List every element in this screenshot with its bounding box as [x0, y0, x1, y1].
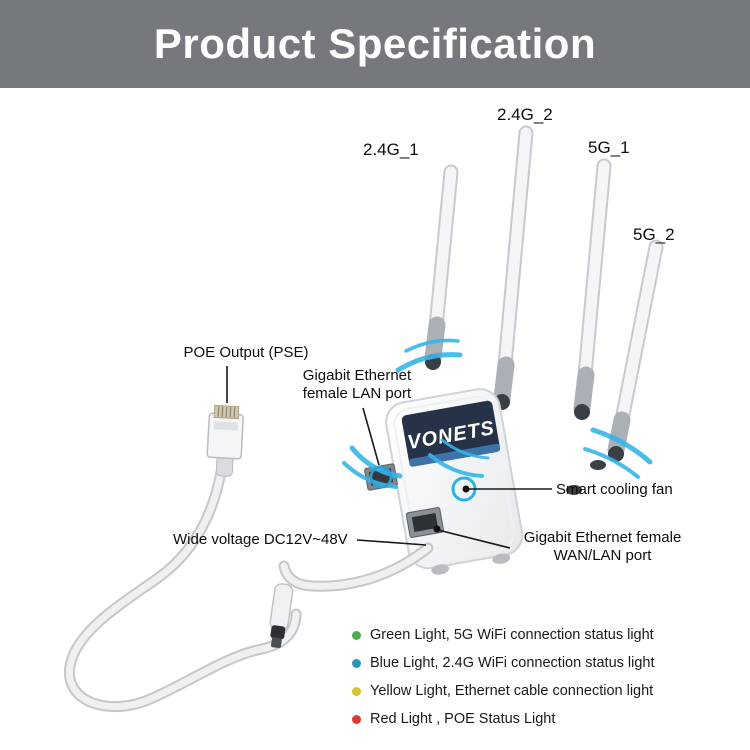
- power-cable: [278, 542, 434, 592]
- lan-port-label-line1: Gigabit Ethernet: [302, 367, 412, 384]
- antenna-label-5g-2: 5G_2: [633, 225, 675, 244]
- green-status-dot: [352, 630, 361, 640]
- antenna-label-24g-2: 2.4G_2: [497, 105, 553, 124]
- rear-foot: [566, 485, 582, 495]
- rear-foot: [590, 460, 606, 470]
- rj45-connector: [206, 404, 244, 477]
- wan-leader-line: [437, 529, 511, 549]
- poe-output-label: POE Output (PSE): [183, 344, 309, 361]
- antenna-label-5g-1: 5G_1: [588, 138, 630, 157]
- red-status-dot: [352, 714, 361, 724]
- lan-port-highlight-ring: [369, 465, 393, 489]
- wan-lan-port-label: Gigabit Ethernet female WAN/LAN port: [505, 529, 700, 565]
- legend-text-yellow: Yellow Light, Ethernet cable connection …: [370, 683, 654, 699]
- airflow-swooshes: [342, 338, 653, 489]
- antenna-5g-1: [573, 158, 612, 420]
- wan-lan-port-label-line2: WAN/LAN port: [553, 547, 652, 564]
- wan-pointer-dot: [433, 525, 441, 533]
- legend-row-yellow: Yellow Light, Ethernet cable connection …: [352, 677, 655, 705]
- leader-lines: [226, 366, 552, 549]
- brand-panel: VONETS: [401, 400, 501, 467]
- antenna-24g-2: [493, 125, 534, 410]
- page-title: Product Specification: [153, 20, 597, 67]
- header-banner: Product Specification: [0, 0, 750, 88]
- legend-row-red: Red Light , POE Status Light: [352, 705, 655, 733]
- lan-port-label: Gigabit Ethernet female LAN port: [282, 367, 432, 403]
- fan-pointer-dot: [462, 485, 470, 493]
- lan-leader-line: [362, 407, 380, 466]
- cooling-fan-label: Smart cooling fan: [556, 481, 673, 498]
- antenna-5g-2: [607, 239, 664, 462]
- legend-row-blue: Blue Light, 2.4G WiFi connection status …: [352, 649, 655, 677]
- poe-cable-loop: [64, 466, 302, 712]
- wan-lan-port: [405, 507, 445, 538]
- lan-port-label-line2: female LAN port: [302, 385, 412, 402]
- legend-text-green: Green Light, 5G WiFi connection status l…: [370, 627, 654, 643]
- voltage-leader-line: [356, 539, 427, 546]
- dc-plug: [269, 583, 294, 649]
- antenna-label-24g-1: 2.4G_1: [363, 140, 419, 159]
- legend-text-red: Red Light , POE Status Light: [370, 711, 556, 727]
- blue-status-dot: [352, 658, 361, 668]
- wide-voltage-label: Wide voltage DC12V~48V: [173, 531, 348, 548]
- status-light-legend: Green Light, 5G WiFi connection status l…: [352, 621, 655, 733]
- yellow-status-dot: [352, 686, 361, 696]
- legend-row-green: Green Light, 5G WiFi connection status l…: [352, 621, 655, 649]
- wan-lan-port-label-line1: Gigabit Ethernet female: [523, 529, 682, 546]
- legend-text-blue: Blue Light, 2.4G WiFi connection status …: [370, 655, 655, 671]
